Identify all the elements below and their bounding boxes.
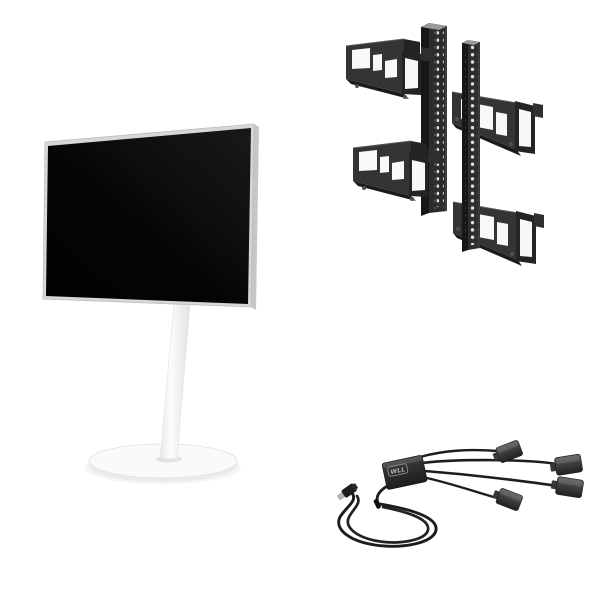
cable-tie [373, 499, 381, 509]
adapter-logo-text: WLL [390, 466, 406, 476]
mount-rail-right [462, 40, 480, 252]
cable-top [418, 448, 500, 459]
cable-loop-inner [346, 494, 430, 544]
tv-floor-stand [42, 123, 259, 484]
power-plug [337, 483, 358, 500]
stand-pole [159, 303, 191, 460]
tv-side-edge [251, 124, 259, 310]
adapter-box: WLL [381, 455, 428, 490]
cable-loop-outer [337, 491, 438, 548]
cable-bottom [420, 475, 499, 500]
bracket-arm-bottom-left [352, 140, 440, 202]
adapter-logo-frame [387, 463, 409, 477]
bracket-arm-top-left [345, 38, 433, 100]
connector-3 [549, 475, 585, 499]
wall-mount-kit [345, 23, 545, 267]
cable-lower-mid [421, 469, 559, 488]
cable-upper-mid [420, 458, 559, 466]
tv-screen [46, 128, 251, 304]
cable-harness: WLL [337, 439, 585, 548]
connector-2 [548, 453, 584, 477]
